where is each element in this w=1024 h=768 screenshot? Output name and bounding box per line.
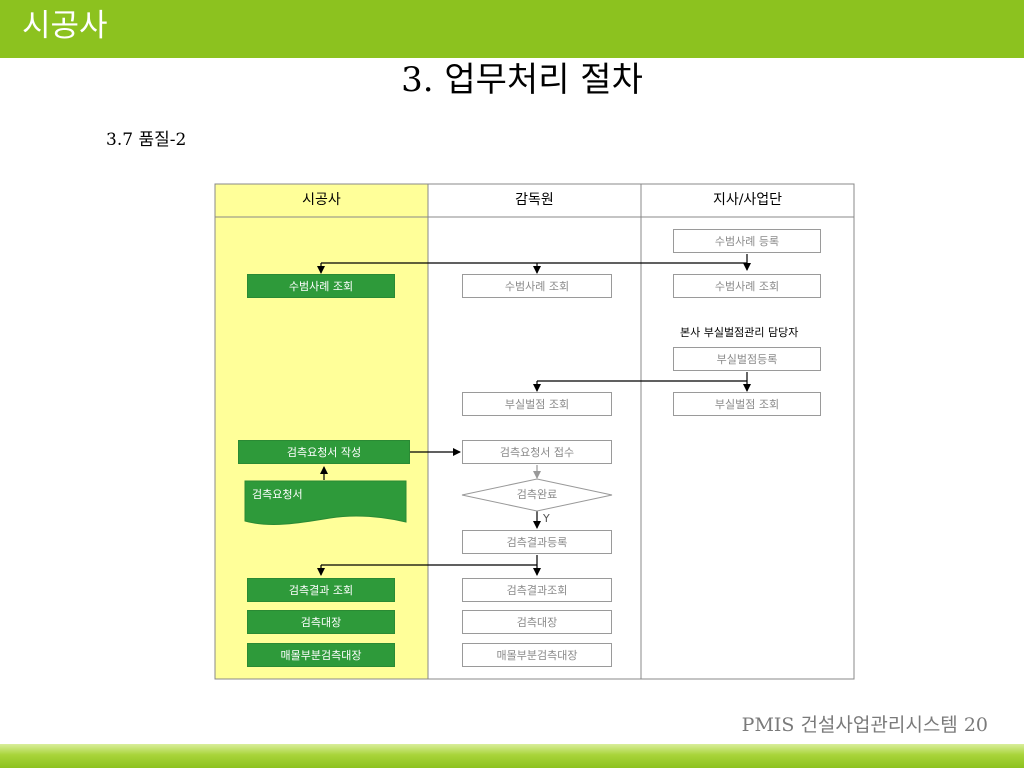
lane-header-supervisor: 감독원 — [515, 192, 554, 208]
yes-branch-label: Y — [543, 512, 550, 525]
penalty-view-branch-box: 부실벌점 조회 — [673, 392, 821, 416]
hq-manager-note: 본사 부실벌점관리 담당자 — [680, 326, 799, 339]
best-practice-view-contractor-box: 수범사례 조회 — [247, 274, 395, 298]
lane-header-branch: 지사/사업단 — [712, 192, 783, 208]
best-practice-view-branch-box: 수범사례 조회 — [673, 274, 821, 298]
header-title: 시공사 — [22, 8, 108, 44]
penalty-register-box: 부실벌점등록 — [673, 347, 821, 371]
inspection-complete-decision — [461, 478, 613, 512]
inspection-result-register-box: 검측결과등록 — [462, 530, 612, 554]
inspection-complete-label: 검측완료 — [516, 488, 558, 501]
buried-inspection-ledger-supervisor-box: 매몰부분검측대장 — [462, 643, 612, 667]
best-practice-view-supervisor-box: 수범사례 조회 — [462, 274, 612, 298]
penalty-view-supervisor-box: 부실벌점 조회 — [462, 392, 612, 416]
buried-inspection-ledger-contractor-box: 매몰부분검측대장 — [247, 643, 395, 667]
inspection-result-view-supervisor-box: 검측결과조회 — [462, 578, 612, 602]
section-title: 3.7 품질-2 — [106, 130, 187, 150]
inspection-ledger-contractor-box: 검측대장 — [247, 610, 395, 634]
footer-text: PMIS 건설사업관리시스템 20 — [741, 714, 988, 736]
inspection-request-receive-box: 검측요청서 접수 — [462, 440, 612, 464]
inspection-ledger-supervisor-box: 검측대장 — [462, 610, 612, 634]
slide-title: 3. 업무처리 절차 — [401, 60, 643, 100]
inspection-request-document — [244, 480, 407, 525]
inspection-request-write-box: 검측요청서 작성 — [238, 440, 410, 464]
inspection-request-doc-label: 검측요청서 — [252, 488, 303, 501]
best-practice-register-box: 수범사례 등록 — [673, 229, 821, 253]
lane-header-contractor: 시공사 — [302, 192, 341, 208]
inspection-result-view-contractor-box: 검측결과 조회 — [247, 578, 395, 602]
footer-bar — [0, 744, 1024, 768]
header-bar: 시공사 — [0, 0, 1024, 58]
swimlane-frame — [214, 183, 855, 680]
contractor-lane-bg — [215, 184, 428, 679]
